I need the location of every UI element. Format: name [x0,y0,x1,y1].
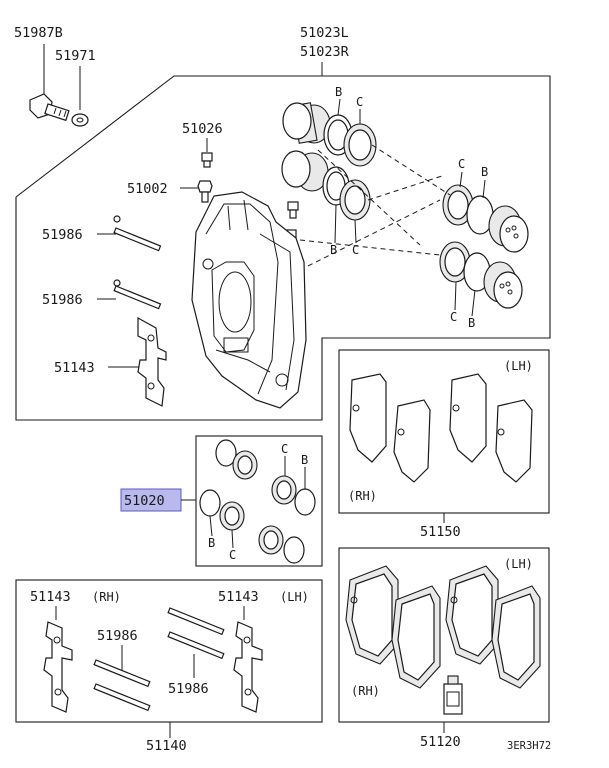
label-51143-rh[interactable]: 51143 [30,589,71,605]
label-51026[interactable]: 51026 [182,121,223,137]
label-51143-rh-side: (RH) [92,590,121,604]
spring-plate-rh-icon [43,621,73,713]
letter-b-6: B [208,536,215,550]
label-pad-lh: (LH) [504,557,533,571]
label-51150[interactable]: 51150 [420,524,461,540]
caliper-assembly-box [15,75,551,421]
spring-plate-lh-icon [233,621,263,713]
letter-b-1: B [335,85,342,99]
spring-plate-51143-icon [137,316,167,407]
label-51143-lh-side: (LH) [280,590,309,604]
label-shim-lh: (LH) [504,359,533,373]
letter-c-1: C [356,95,363,109]
letter-c-5: C [281,442,288,456]
label-51143-lh[interactable]: 51143 [218,589,259,605]
grease-tube-icon [443,675,463,715]
label-51023r[interactable]: 51023R [300,44,350,60]
letter-c-6: C [229,548,236,562]
label-51120[interactable]: 51120 [420,734,461,750]
letter-c-3: C [458,157,465,171]
label-51986-b[interactable]: 51986 [42,292,83,308]
reference-code: 3ER3H72 [507,740,551,752]
letter-b-4: B [468,316,475,330]
label-51971[interactable]: 51971 [55,48,96,64]
label-51986-d[interactable]: 51986 [168,681,209,697]
letter-c-4: C [450,310,457,324]
pin-51986-b-icon [113,279,162,310]
bleeder-screw-51002-icon [197,180,213,203]
label-51002[interactable]: 51002 [127,181,168,197]
letter-b-5: B [301,453,308,467]
label-shim-rh: (RH) [348,489,377,503]
caliper-body-icon [191,191,307,409]
shim-lh-icon [449,373,533,483]
label-51987b[interactable]: 51987B [14,25,63,41]
bolt-51987b-icon [29,93,70,122]
piston-set-right-icon [439,184,529,309]
seal-kit-box [195,435,323,567]
label-51140[interactable]: 51140 [146,738,187,754]
shim-rh-icon [349,373,431,483]
piston-set-upper-left-icon [281,102,377,221]
brake-pad-lh-icon [445,565,541,689]
bleeder-cap-51026-icon [201,152,213,168]
pins-51986-set-icon [93,607,225,712]
pin-51986-a-icon [113,215,162,252]
letter-b-3: B [481,165,488,179]
letter-c-2: C [352,243,359,257]
brake-pad-rh-icon [345,565,441,689]
washer-51971-icon [71,113,89,127]
seal-kit-icon [199,439,316,564]
pin-spring-box [15,579,323,723]
letter-b-2: B [330,243,337,257]
label-51986-c[interactable]: 51986 [97,628,138,644]
label-pad-rh: (RH) [351,684,380,698]
label-51986-a[interactable]: 51986 [42,227,83,243]
label-51020[interactable]: 51020 [124,493,165,509]
label-51143-a[interactable]: 51143 [54,360,95,376]
label-51023l[interactable]: 51023L [300,25,349,41]
